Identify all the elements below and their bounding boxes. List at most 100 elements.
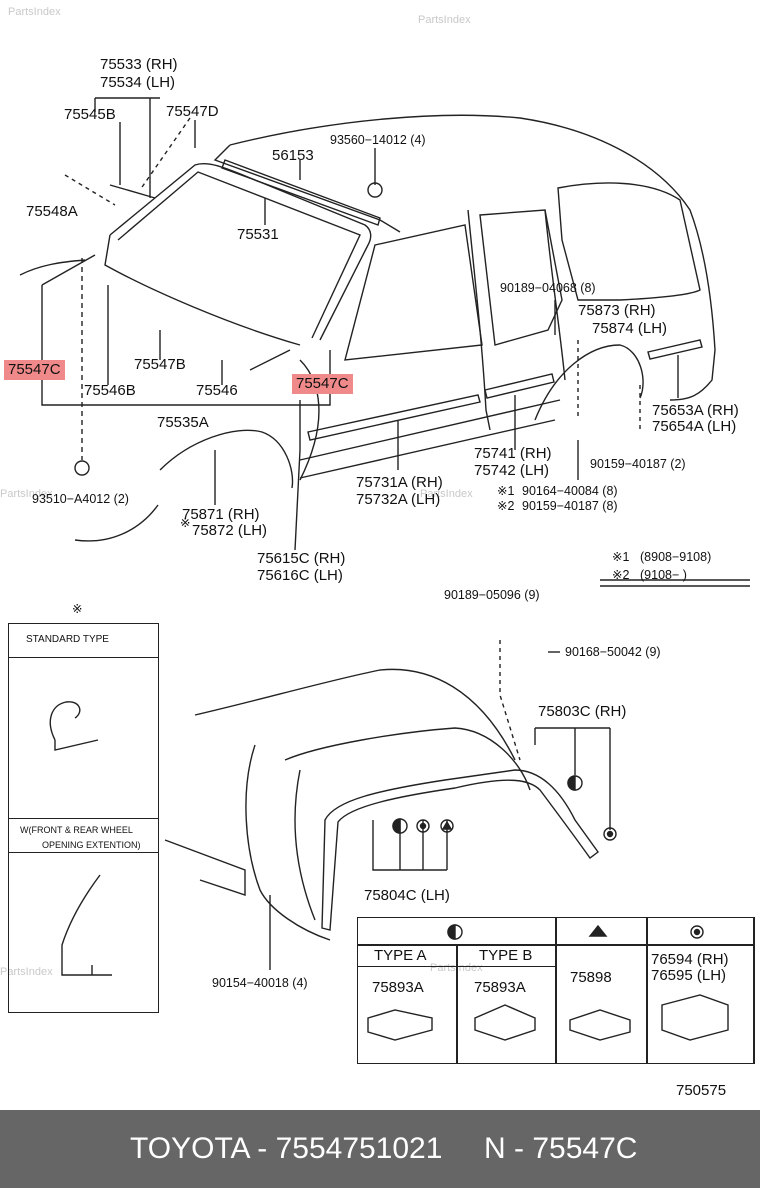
rear-quarter-moulding	[647, 339, 703, 360]
part-label: 75616C (LH)	[257, 567, 343, 584]
rear-door-moulding	[484, 373, 555, 399]
footnote-mark: ※1	[497, 484, 515, 498]
rear-hatch-side	[294, 769, 316, 921]
part-label: 75874 (LH)	[592, 320, 668, 337]
footer-bar: TOYOTA - 7554751021 N - 75547C	[0, 1110, 760, 1188]
clip-part: 75893A	[474, 979, 526, 996]
part-label: 75653A (RH)	[652, 402, 739, 419]
part-label: 75545B	[64, 106, 116, 123]
standard-clip-drawing	[49, 701, 99, 751]
part-label: 75873 (RH)	[578, 302, 656, 319]
highlighted-part-label[interactable]: 75547C	[4, 360, 65, 380]
clip-type-b: TYPE B	[479, 947, 533, 964]
rear-pillar	[245, 744, 331, 941]
front-wheel-arch	[159, 429, 294, 489]
part-label: 75531	[237, 226, 279, 243]
triangle-circle-icon	[440, 819, 454, 833]
footer-part-number: TOYOTA - 7554751021	[130, 1132, 443, 1165]
watermark: PartsIndex	[420, 488, 473, 500]
watermark: PartsIndex	[418, 14, 471, 26]
body-side-lines	[299, 399, 561, 479]
clip-part: 75898	[570, 969, 612, 986]
inset-title-extension: OPENING EXTENTION)	[42, 840, 141, 850]
circle-dot-icon	[603, 827, 617, 841]
door-gap-1	[467, 209, 491, 431]
part-label: 75546B	[84, 382, 136, 399]
footnote-mark: ※	[72, 602, 83, 616]
fender-curve	[74, 504, 159, 542]
table-triangle-icon	[588, 924, 608, 937]
clip-s-icon-1	[74, 460, 90, 476]
highlighted-part-label[interactable]: 75547C	[292, 374, 353, 394]
part-label: 75804C (LH)	[364, 887, 450, 904]
rear-hatch-upper	[284, 727, 531, 791]
date-range: (9108− )	[640, 568, 687, 582]
hood-edge	[19, 259, 86, 276]
part-label: 93510−A4012 (2)	[32, 492, 129, 506]
rear-side-panel	[164, 839, 246, 896]
roof-front-edge	[213, 144, 401, 233]
parts-diagram: PartsIndex PartsIndex PartsIndex PartsIn…	[0, 6, 755, 1099]
part-label: 90189−04068 (8)	[500, 281, 596, 295]
part-label: 75803C (RH)	[538, 703, 627, 720]
footnote-mark: ※2	[497, 499, 515, 513]
part-label: 90164−40084 (8)	[522, 484, 618, 498]
part-label: 75548A	[26, 203, 78, 220]
watermark: PartsIndex	[0, 966, 53, 978]
part-label: 75654A (LH)	[652, 418, 737, 435]
date-range: (8908−9108)	[640, 550, 712, 564]
inset-header-standard	[8, 623, 159, 658]
part-label: 75872 (LH)	[192, 522, 268, 539]
rear-wheel-arch	[534, 344, 644, 421]
clip-part: 76595 (LH)	[651, 967, 727, 984]
rear-wheel-opening-moulding	[321, 769, 599, 931]
date-underline	[600, 579, 750, 587]
part-label: 75535A	[157, 414, 209, 431]
footnote-mark: ※	[180, 516, 191, 530]
part-label: 93560−14012 (4)	[330, 133, 426, 147]
windshield-inner	[117, 171, 361, 339]
rear-roof-outline	[194, 668, 516, 761]
part-label: 56153	[272, 147, 314, 164]
part-label: 90189−05096 (9)	[444, 588, 540, 602]
extension-clip-drawing	[61, 874, 112, 976]
part-label: 75547B	[134, 356, 186, 373]
clip-75898-sketch	[569, 1009, 631, 1041]
leader-75533	[94, 97, 160, 199]
windshield-moulding	[104, 163, 372, 346]
dashed-75545B	[139, 117, 191, 191]
part-label: 90168−50042 (9)	[565, 645, 661, 659]
part-label: 75741 (RH)	[474, 445, 552, 462]
footnote-mark: ※2	[612, 568, 630, 582]
diagram-id: 750575	[676, 1082, 727, 1099]
part-label: 75547D	[166, 103, 219, 120]
clip-s-icon-2	[367, 182, 383, 198]
inset-title-extension: W(FRONT & REAR WHEEL	[20, 825, 133, 835]
clip-part: 76594 (RH)	[651, 951, 729, 968]
clip-75893A-a-sketch	[367, 1009, 433, 1041]
clip-75893A-b-sketch	[474, 1004, 536, 1041]
part-label: 75533 (RH)	[100, 56, 178, 73]
table-circle-dot-icon	[690, 925, 704, 939]
roof-outline	[229, 114, 716, 401]
part-label: 75871 (RH)	[182, 506, 260, 523]
part-label: 75732A (LH)	[356, 491, 441, 508]
clip-type-a: TYPE A	[374, 947, 427, 964]
part-label: 75742 (LH)	[474, 462, 550, 479]
rear-door-window	[479, 209, 563, 346]
front-door-moulding	[307, 394, 481, 441]
door-gap-2	[544, 209, 566, 381]
leader-75615C	[294, 400, 301, 551]
inset-header-extension	[8, 818, 159, 853]
front-door-window	[344, 224, 483, 361]
leader-75547C-left	[41, 254, 96, 286]
clip-part: 75893A	[372, 979, 424, 996]
part-label: 75534 (LH)	[100, 74, 176, 91]
inset-title-standard: STANDARD TYPE	[26, 634, 109, 645]
part-label: 75615C (RH)	[257, 550, 346, 567]
watermark: PartsIndex	[8, 6, 61, 18]
half-circle-fill	[567, 775, 576, 791]
dashed-75548A	[64, 174, 116, 206]
part-label: 90159−40187 (8)	[522, 499, 618, 513]
rear-quarter-window	[557, 182, 701, 301]
